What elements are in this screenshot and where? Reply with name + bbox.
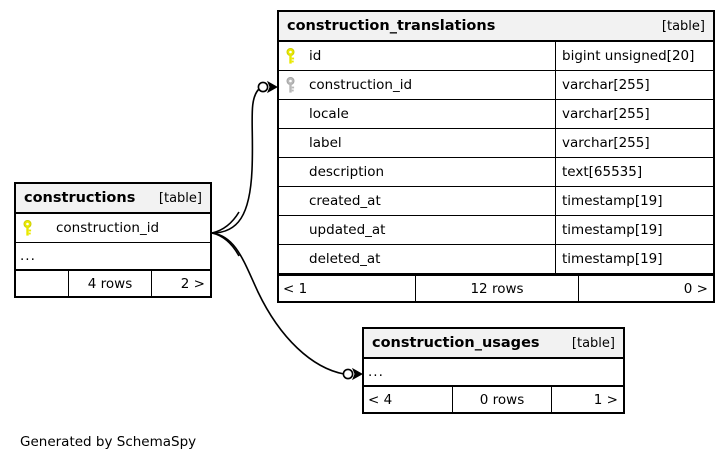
more-columns-indicator: ... [20, 248, 36, 264]
arrowhead [267, 80, 279, 94]
column-name: locale [309, 106, 349, 122]
table-footer: < 4 0 rows 1 > [364, 385, 623, 412]
table-footer: < 1 12 rows 0 > [279, 274, 713, 301]
footer-row-count: 12 rows [415, 276, 579, 301]
table-row[interactable]: deleted_at timestamp[19] [279, 245, 713, 274]
column-name: construction_id [309, 77, 413, 93]
column-name-cell: created_at [279, 187, 555, 215]
table-constructions[interactable]: constructions [table] construction_id ..… [14, 182, 212, 298]
table-construction-translations[interactable]: construction_translations [table] id big… [277, 10, 715, 303]
table-header: construction_usages [table] [364, 329, 623, 359]
table-row[interactable]: id bigint unsigned[20] [279, 42, 713, 71]
optional-marker-circle [342, 368, 354, 380]
table-header: construction_translations [table] [279, 12, 713, 42]
column-type: varchar[255] [555, 100, 713, 128]
column-name: construction_id [56, 220, 160, 236]
relationship-line [211, 88, 260, 234]
column-name: description [309, 164, 385, 180]
column-type: bigint unsigned[20] [555, 42, 713, 70]
table-row[interactable]: updated_at timestamp[19] [279, 216, 713, 245]
foreign-key-icon [285, 76, 307, 94]
footer-child-count[interactable]: 1 > [593, 391, 618, 408]
table-row[interactable]: label varchar[255] [279, 129, 713, 158]
column-name-cell: deleted_at [279, 245, 555, 273]
footer-parent-count[interactable] [16, 271, 68, 296]
column-type: timestamp[19] [555, 245, 713, 273]
crowsfoot-prong-upper [211, 211, 240, 234]
table-row[interactable]: description text[65535] [279, 158, 713, 187]
column-name-cell: construction_id [16, 214, 210, 242]
footer-parent-count[interactable]: < 1 [283, 280, 308, 297]
table-header: constructions [table] [16, 184, 210, 214]
column-name: created_at [309, 193, 381, 209]
column-type: timestamp[19] [555, 187, 713, 215]
table-kind-label: [table] [158, 190, 202, 206]
column-type: varchar[255] [555, 129, 713, 157]
primary-key-icon [285, 47, 307, 65]
relationship-line [211, 232, 345, 375]
generated-by-credit: Generated by SchemaSpy [20, 434, 197, 450]
column-name-cell: label [279, 129, 555, 157]
primary-key-icon [22, 219, 44, 237]
column-name-cell: updated_at [279, 216, 555, 244]
column-name: id [309, 48, 322, 64]
table-row[interactable]: created_at timestamp[19] [279, 187, 713, 216]
footer-row-count: 4 rows [68, 271, 152, 296]
column-name: updated_at [309, 222, 386, 238]
column-type: text[65535] [555, 158, 713, 186]
optional-marker-circle [257, 81, 269, 93]
column-name-cell: construction_id [279, 71, 555, 99]
table-row[interactable]: construction_id varchar[255] [279, 71, 713, 100]
arrowhead [352, 367, 364, 381]
table-footer: 4 rows 2 > [16, 269, 210, 296]
footer-parent-count[interactable]: < 4 [368, 391, 393, 408]
table-title: constructions [24, 190, 136, 206]
column-name: label [309, 135, 342, 151]
footer-row-count: 0 rows [452, 387, 552, 412]
column-type: varchar[255] [555, 71, 713, 99]
table-row[interactable]: construction_id [16, 214, 210, 243]
table-row[interactable]: locale varchar[255] [279, 100, 713, 129]
crowsfoot-prong-lower [211, 232, 240, 257]
relationship-constructions-construction-translations [211, 80, 279, 257]
relationship-constructions-construction-usages [211, 232, 364, 381]
table-title: construction_translations [287, 18, 496, 34]
table-kind-label: [table] [661, 18, 705, 34]
footer-child-count[interactable]: 2 > [180, 275, 205, 292]
footer-child-count[interactable]: 0 > [683, 280, 708, 297]
column-type: timestamp[19] [555, 216, 713, 244]
column-name-cell: locale [279, 100, 555, 128]
table-construction-usages[interactable]: construction_usages [table] ... < 4 0 ro… [362, 327, 625, 414]
table-kind-label: [table] [571, 335, 615, 351]
column-name: deleted_at [309, 251, 381, 267]
column-name-cell: id [279, 42, 555, 70]
column-name-cell: description [279, 158, 555, 186]
table-title: construction_usages [372, 335, 540, 351]
more-columns-indicator: ... [368, 364, 384, 380]
